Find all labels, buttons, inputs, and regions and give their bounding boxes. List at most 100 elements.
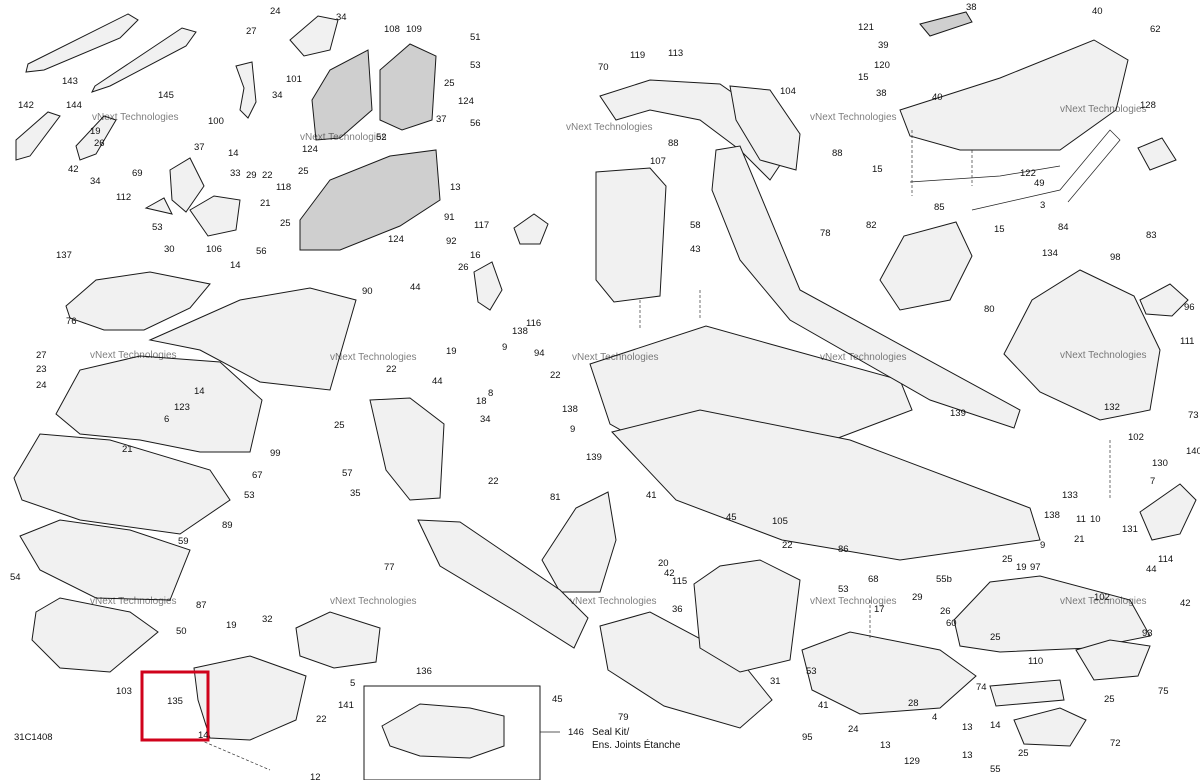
part-72 <box>1013 707 1087 747</box>
callout-85: 85 <box>934 202 945 213</box>
callout-105: 105 <box>772 516 788 527</box>
callout-10: 10 <box>1090 514 1101 525</box>
callout-141: 141 <box>338 700 354 711</box>
callout-119: 119 <box>630 50 645 61</box>
callout-109: 109 <box>406 24 422 35</box>
callout-35: 35 <box>350 488 361 499</box>
callout-124: 124 <box>388 234 404 245</box>
callout-76: 76 <box>66 316 77 327</box>
part-outlines <box>13 11 1197 771</box>
watermark: vNext Technologies <box>570 596 657 607</box>
callout-32: 32 <box>262 614 273 625</box>
callout-29: 29 <box>912 592 923 603</box>
callout-21: 21 <box>122 444 133 455</box>
callout-117: 117 <box>474 220 489 231</box>
part-99 <box>55 355 263 453</box>
callout-116: 116 <box>526 318 541 329</box>
callout-13: 13 <box>450 182 461 193</box>
callout-14: 14 <box>990 720 1001 731</box>
callout-25: 25 <box>1104 694 1115 705</box>
callout-97: 97 <box>1030 562 1041 573</box>
watermark: vNext Technologies <box>90 350 177 361</box>
part-82 <box>879 221 973 311</box>
callout-25: 25 <box>990 632 1001 643</box>
seal-kit-box-drawing <box>381 703 505 759</box>
part-136 <box>295 611 381 669</box>
watermarks: vNext Technologies vNext Technologies vN… <box>90 104 1147 607</box>
callout-14: 14 <box>228 148 239 159</box>
part-93 <box>953 575 1151 653</box>
callout-22: 22 <box>386 364 397 375</box>
callout-106: 106 <box>206 244 222 255</box>
callout-87: 87 <box>196 600 207 611</box>
callout-40: 40 <box>932 92 943 103</box>
callout-108: 108 <box>384 24 400 35</box>
callout-53: 53 <box>806 666 817 677</box>
callout-138: 138 <box>562 404 578 415</box>
callout-134: 134 <box>1042 248 1058 259</box>
callout-101: 101 <box>286 74 302 85</box>
callout-118: 118 <box>276 182 291 193</box>
highlighted-callout: 135 <box>167 696 183 707</box>
callout-34: 34 <box>336 12 347 23</box>
callout-22: 22 <box>550 370 561 381</box>
callout-137: 137 <box>56 250 72 261</box>
part-57 <box>369 397 445 501</box>
callout-112: 112 <box>116 192 131 203</box>
callout-49: 49 <box>1034 178 1045 189</box>
callout-88: 88 <box>668 138 679 149</box>
callout-44: 44 <box>410 282 421 293</box>
callout-100: 100 <box>208 116 224 127</box>
callout-25: 25 <box>1018 748 1029 759</box>
seal-kit-caption-line2: Ens. Joints Étanche <box>592 738 681 751</box>
callout-52: 52 <box>376 132 387 143</box>
callout-88: 88 <box>832 148 843 159</box>
callout-121: 121 <box>858 22 874 33</box>
callout-33: 33 <box>230 168 241 179</box>
callout-24: 24 <box>848 724 859 735</box>
callout-41: 41 <box>646 490 657 501</box>
callout-13: 13 <box>880 740 891 751</box>
callout-133: 133 <box>1062 490 1078 501</box>
part-114 <box>1139 483 1197 541</box>
callout-19: 19 <box>1016 562 1027 573</box>
callout-104: 104 <box>780 86 796 97</box>
callout-53: 53 <box>470 60 481 71</box>
callout-12: 12 <box>310 772 321 780</box>
callout-25: 25 <box>1002 554 1013 565</box>
part-69 <box>169 157 205 213</box>
part-62 <box>899 39 1129 151</box>
callout-6: 6 <box>164 414 169 425</box>
callout-90: 90 <box>362 286 373 297</box>
part-108 <box>311 49 373 141</box>
callout-57: 57 <box>342 468 353 479</box>
callout-44: 44 <box>1146 564 1157 575</box>
callout-62: 62 <box>1150 24 1161 35</box>
callout-13: 13 <box>962 722 973 733</box>
watermark: vNext Technologies <box>330 352 417 363</box>
callout-69: 69 <box>132 168 143 179</box>
highlight-box <box>140 670 210 742</box>
callout-115: 115 <box>672 576 687 587</box>
callout-42: 42 <box>68 164 79 175</box>
part-58 <box>711 145 1021 429</box>
part-89 <box>13 433 231 535</box>
callout-120: 120 <box>874 60 890 71</box>
label-146: 146 <box>568 727 584 738</box>
callout-58: 58 <box>690 220 701 231</box>
callout-75: 75 <box>1158 686 1169 697</box>
callout-53: 53 <box>244 490 255 501</box>
callout-36: 36 <box>672 604 683 615</box>
part-74 <box>801 631 977 715</box>
callout-70: 70 <box>598 62 609 73</box>
callout-17: 17 <box>874 604 885 615</box>
callout-45: 45 <box>726 512 737 523</box>
callout-122: 122 <box>1020 168 1036 179</box>
callout-24: 24 <box>270 6 281 17</box>
part-121 <box>919 11 973 37</box>
watermark: vNext Technologies <box>810 596 897 607</box>
part-90 <box>148 287 357 391</box>
callout-56: 56 <box>470 118 481 129</box>
